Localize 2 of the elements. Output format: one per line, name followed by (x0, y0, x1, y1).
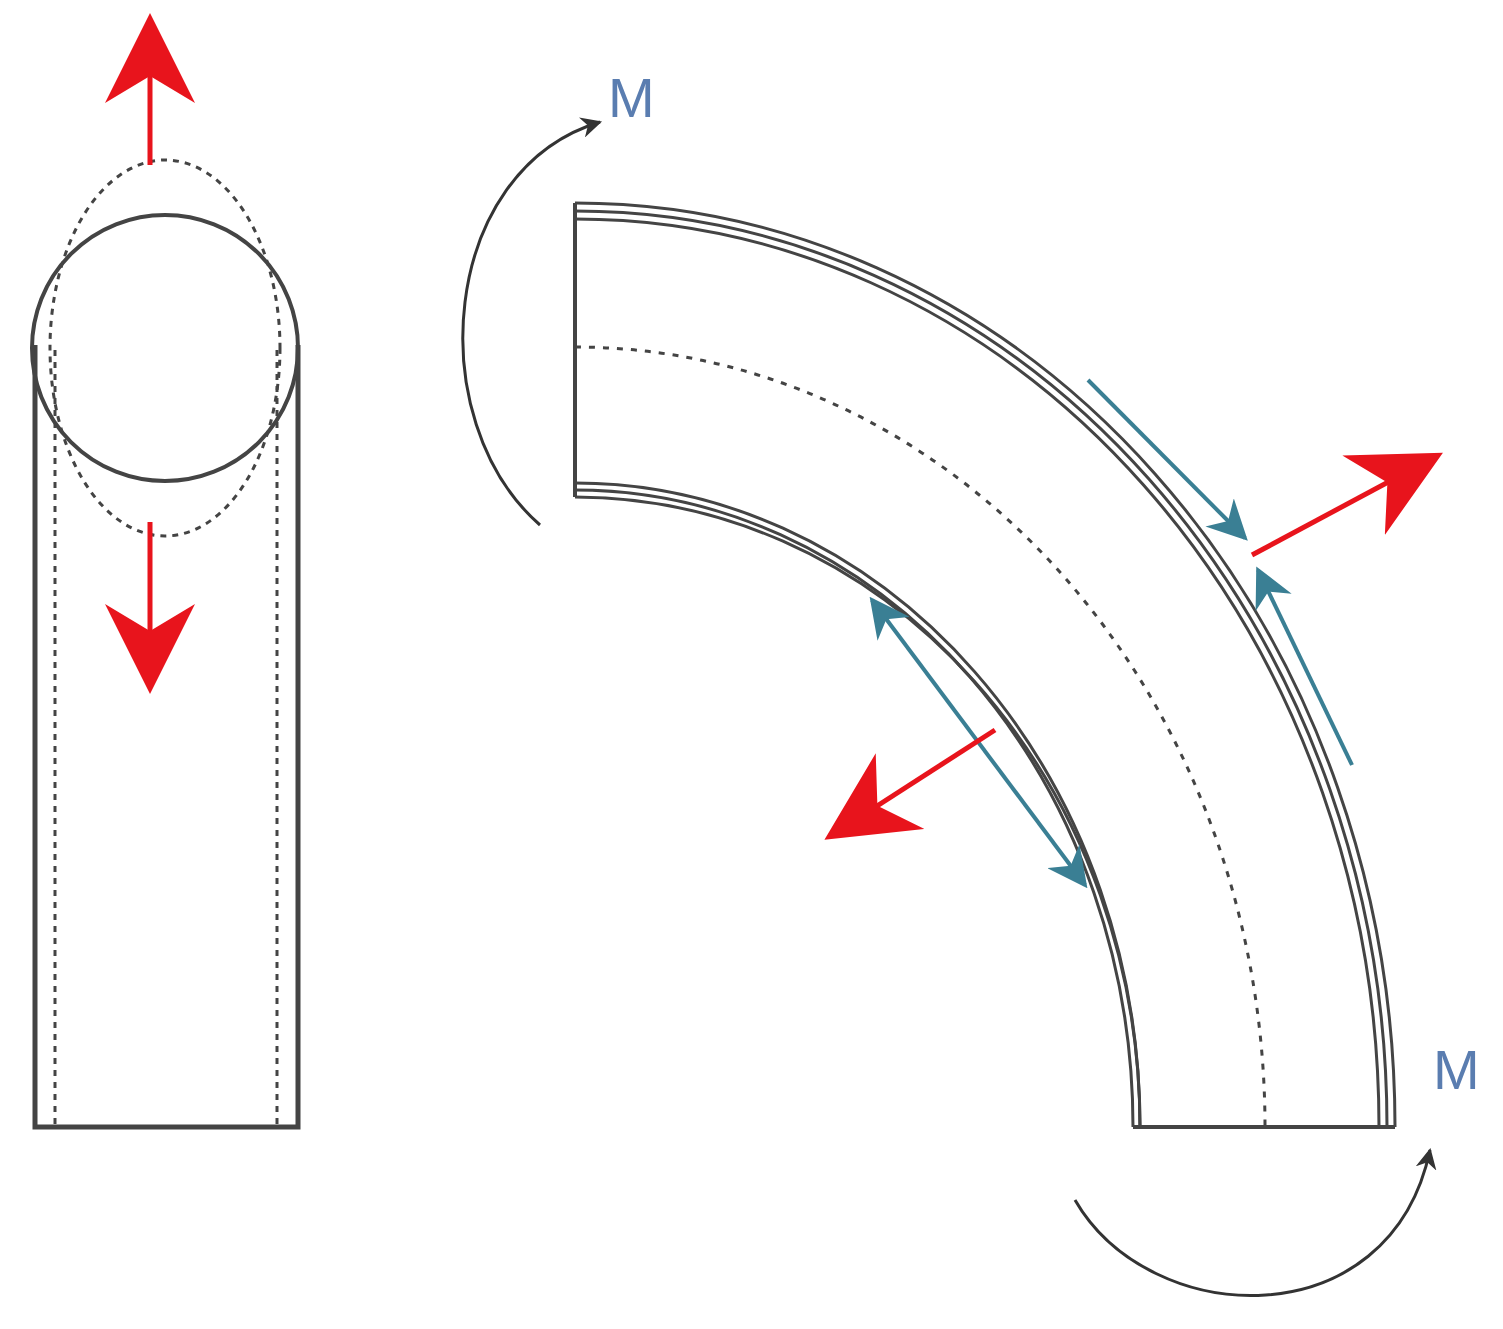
moment-label: M (1433, 1040, 1480, 1100)
moment-label: M (608, 68, 655, 128)
